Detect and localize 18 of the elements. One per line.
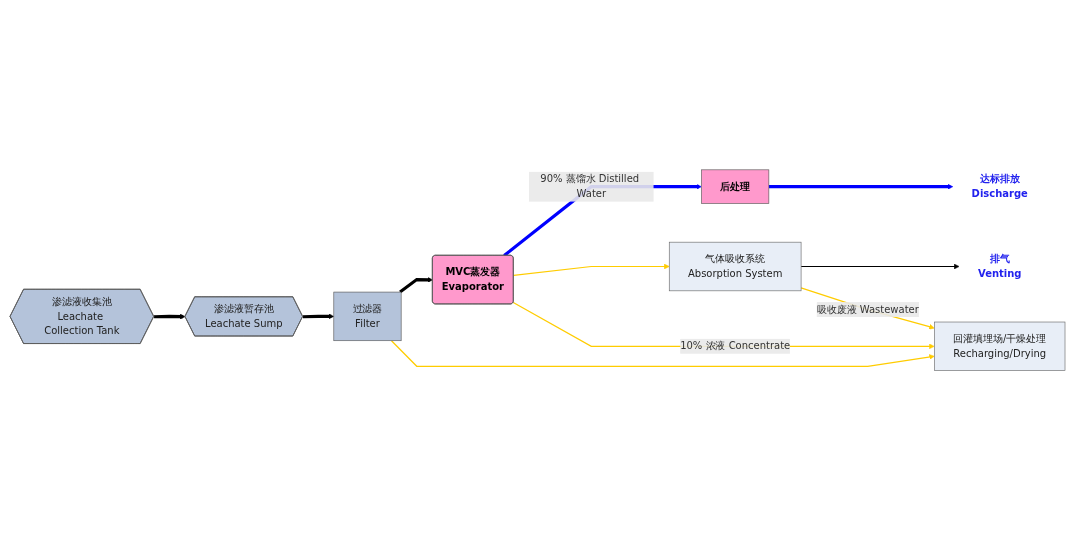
node-box: 后处理: [701, 169, 770, 204]
node-text: 排气 Venting: [977, 252, 1022, 280]
arrow: [399, 277, 433, 294]
arrow: [390, 340, 935, 367]
arrow: [768, 183, 954, 190]
node-box: 回灌填埋场/干燥处理 Recharging/Drying: [934, 321, 1066, 371]
node-box: 过滤器 Filter: [333, 291, 402, 342]
edge-label: 90% 蒸馏水 Distilled Water: [540, 172, 640, 200]
edge-label: 10% 浓液 Concentrate: [680, 340, 791, 352]
arrow: [512, 301, 935, 350]
arrow: [800, 287, 935, 330]
node-box: 气体吸收系统 Absorption System: [668, 241, 802, 292]
arrow: [800, 263, 960, 270]
arrow: [513, 263, 670, 277]
edge-label: 吸收废液 Wastewater: [816, 303, 919, 316]
arrow: [154, 313, 186, 320]
arrow: [302, 313, 335, 320]
node-text: 达标排放 Discharge: [971, 172, 1028, 200]
